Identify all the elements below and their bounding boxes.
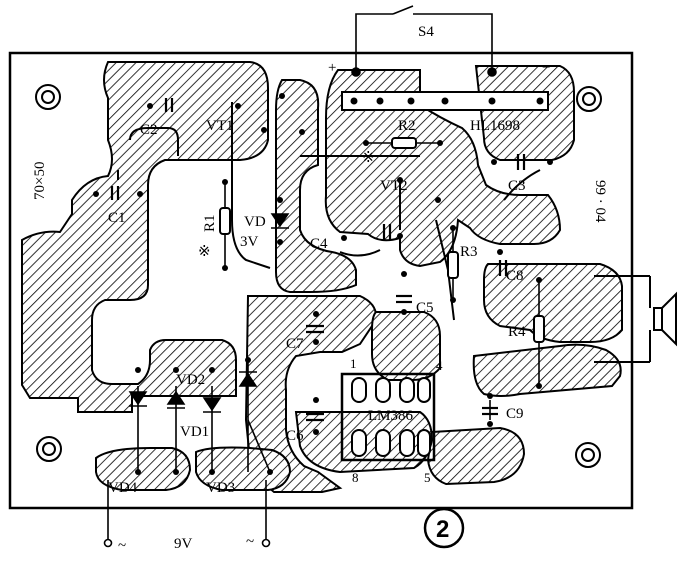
speaker-icon (594, 275, 677, 363)
label-r1: R1 (202, 214, 218, 232)
solder-pads (93, 93, 553, 475)
label-c6: C6 (286, 428, 304, 444)
label-ic-pin1: 1 (350, 356, 357, 371)
label-ac-left: ~ (118, 538, 126, 554)
ac-power-leads (103, 480, 271, 548)
label-c4: C4 (310, 236, 328, 252)
label-r2: R2 (398, 118, 416, 134)
label-c9: C9 (506, 406, 524, 422)
label-vt2: VT2 (380, 178, 408, 194)
label-c5: C5 (416, 300, 434, 316)
resistor-r2 (391, 137, 417, 149)
label-minus: − (542, 60, 550, 76)
label-vd1: VD1 (180, 424, 209, 440)
label-ic-pin8: 8 (352, 470, 359, 485)
label-vt1: VT1 (206, 118, 234, 134)
label-vd: VD (244, 214, 266, 230)
label-plus: + (328, 60, 336, 76)
label-c3: C3 (508, 178, 526, 194)
component-leads (137, 142, 540, 473)
label-ic-pin4: 4 (436, 358, 443, 373)
lm386-pins (351, 377, 431, 457)
label-lm386: LM386 (368, 408, 414, 424)
hl1698-pins (350, 97, 544, 105)
label-ic-pin5: 5 (424, 470, 431, 485)
lm386-chip (340, 372, 436, 462)
board-date-label: 99 · 04 (592, 180, 608, 223)
label-star-r2: ※ (362, 150, 375, 166)
capacitors (110, 98, 526, 422)
label-ac-right: ~ (246, 534, 254, 550)
labels: S4 + − C2 VT1 C1 R2 HL1698 ※ C3 VT2 VD 3… (108, 24, 550, 554)
mounting-holes (35, 84, 602, 468)
label-r4: R4 (508, 324, 526, 340)
label-c2: C2 (140, 122, 158, 138)
label-r3: R3 (460, 244, 478, 260)
switch-s4 (351, 5, 497, 77)
label-vd-3v: 3V (240, 234, 259, 250)
traces (117, 102, 541, 321)
label-vd2: VD2 (176, 372, 205, 388)
copper-areas (21, 61, 623, 493)
label-hl1698: HL1698 (470, 118, 520, 134)
resistor-r1 (219, 207, 231, 235)
label-9v: 9V (174, 536, 193, 552)
label-c1: C1 (108, 210, 126, 226)
figure-number-circle (423, 507, 465, 549)
diodes (128, 213, 290, 413)
label-vd3: VD3 (206, 480, 235, 496)
label-star-r1: ※ (198, 244, 211, 260)
resistor-r4 (533, 315, 545, 343)
figure-number: 2 (436, 516, 449, 543)
resistor-r3 (447, 251, 459, 279)
label-c8: C8 (506, 268, 524, 284)
label-vd4: VD4 (108, 480, 138, 496)
label-s4: S4 (418, 24, 434, 40)
board-size-label: 70×50 (32, 162, 48, 200)
label-c7: C7 (286, 336, 304, 352)
